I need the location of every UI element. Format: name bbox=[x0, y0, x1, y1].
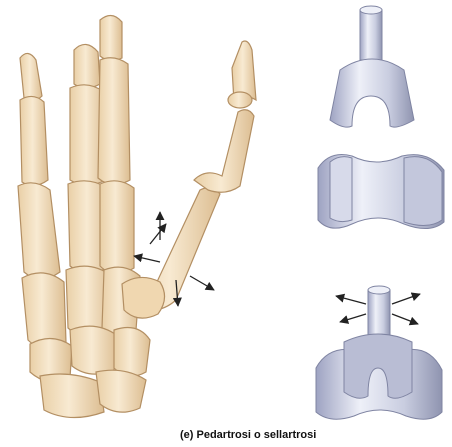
arrow-right-icon bbox=[190, 276, 214, 290]
arrow-left-icon bbox=[134, 256, 160, 262]
carpal-bones bbox=[30, 326, 150, 417]
thumb-bones bbox=[128, 41, 256, 310]
arrow-upper-left-icon bbox=[336, 296, 366, 304]
saddle-model-upper-piece bbox=[330, 6, 414, 127]
little-finger-bones bbox=[18, 53, 66, 348]
saddle-model-base-piece bbox=[318, 155, 444, 229]
figure-caption: (e) Pedartrosi o sellartrosi bbox=[180, 428, 452, 442]
arrow-lower-left-icon bbox=[340, 314, 366, 322]
saddle-model-assembled bbox=[316, 286, 442, 419]
arrow-upper-right-icon bbox=[392, 294, 420, 304]
hand-skeleton-illustration bbox=[18, 15, 256, 417]
arrow-diag-icon bbox=[150, 224, 166, 244]
saddle-joint-region bbox=[122, 277, 165, 318]
arrow-lower-right-icon bbox=[392, 314, 418, 324]
